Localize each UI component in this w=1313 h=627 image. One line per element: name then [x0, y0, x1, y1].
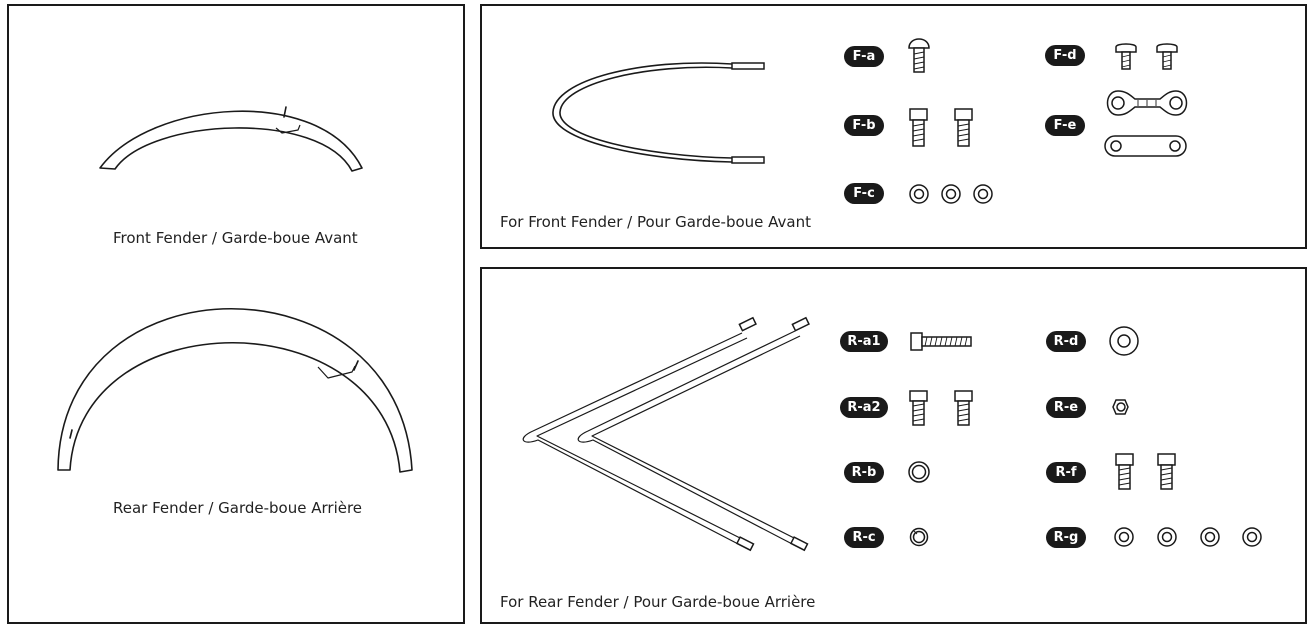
washers-r-g-drawing — [1114, 527, 1262, 547]
rear-fender-caption: Rear Fender / Garde-boue Arrière — [113, 499, 363, 517]
nut-r-e-drawing — [1112, 399, 1129, 415]
washers-f-c-drawing — [909, 184, 993, 204]
bolts-f-d-drawing — [1115, 43, 1178, 70]
label-f-c: F-c — [844, 183, 884, 204]
label-r-f: R-f — [1046, 462, 1086, 483]
bolts-r-f-drawing — [1115, 453, 1176, 490]
label-r-a2: R-a2 — [840, 397, 888, 418]
label-r-e: R-e — [1046, 397, 1086, 418]
label-r-d: R-d — [1046, 331, 1086, 352]
label-f-d: F-d — [1045, 45, 1085, 66]
bolt-r-a1-drawing — [910, 332, 972, 351]
label-r-c: R-c — [844, 527, 884, 548]
rear-fender-drawing — [57, 307, 413, 473]
washer-r-b-drawing — [908, 461, 930, 483]
label-r-b: R-b — [844, 462, 884, 483]
rear-hardware-caption: For Rear Fender / Pour Garde-boue Arrièr… — [500, 593, 816, 611]
spring-washer-r-c-drawing — [909, 527, 929, 547]
brackets-f-e-drawing — [1104, 90, 1188, 157]
label-f-b: F-b — [844, 115, 884, 136]
front-stay-drawing — [552, 62, 765, 164]
label-r-a1: R-a1 — [840, 331, 888, 352]
rear-stays-drawing — [522, 316, 810, 552]
bolt-f-a-drawing — [908, 38, 930, 73]
washer-r-d-drawing — [1109, 326, 1139, 356]
rear-fender-hardware-panel — [480, 267, 1307, 624]
label-f-a: F-a — [844, 46, 884, 67]
front-fender-drawing — [99, 106, 363, 172]
front-hardware-caption: For Front Fender / Pour Garde-boue Avant — [500, 213, 812, 231]
front-fender-caption: Front Fender / Garde-boue Avant — [113, 229, 358, 247]
fender-parts-panel — [7, 4, 465, 624]
bolts-f-b-drawing — [909, 108, 973, 147]
label-f-e: F-e — [1045, 115, 1085, 136]
bolts-r-a2-drawing — [909, 390, 973, 426]
label-r-g: R-g — [1046, 527, 1086, 548]
